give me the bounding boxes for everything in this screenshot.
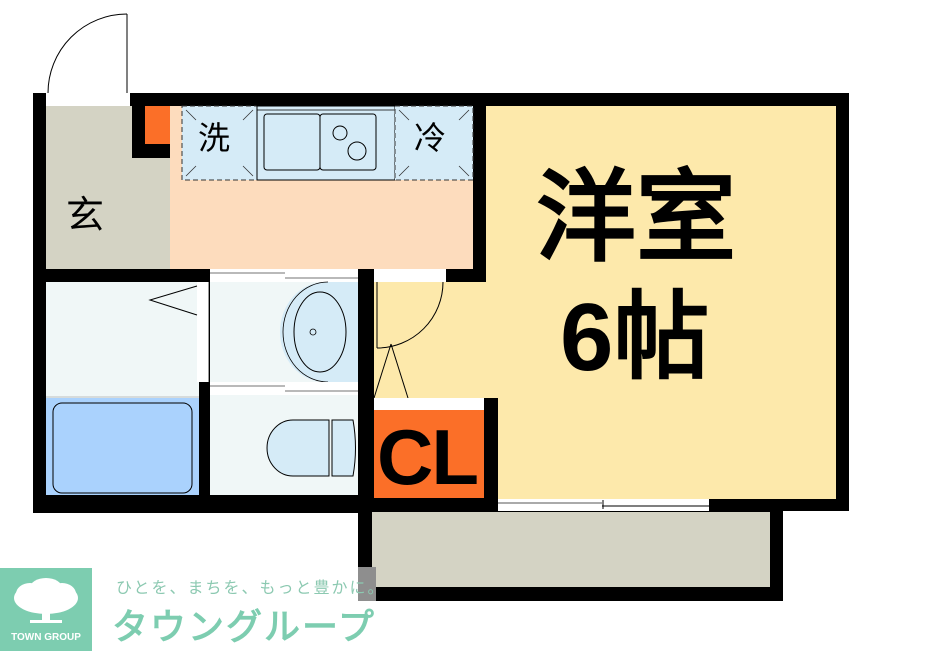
washroom-door-opening [210, 269, 358, 282]
brand-tagline: ひとを、まちを、もっと豊かに。 [116, 578, 386, 597]
bathtub-icon [52, 402, 193, 494]
town-group-logo: TOWN GROUP [0, 568, 92, 651]
entrance-label: 玄 [66, 193, 105, 237]
bath-door-swing-icon [148, 285, 198, 316]
closet-floor [374, 410, 484, 498]
wall-artifact [358, 567, 376, 601]
wash-basin-icon [280, 281, 358, 383]
pipe-shaft-fill [145, 106, 170, 144]
kitchen-counter-icon [256, 105, 396, 181]
closet-door-icon [373, 343, 409, 399]
entrance-door-icon [47, 13, 128, 94]
fridge-space [394, 105, 474, 181]
brand-name: タウングループ [112, 607, 376, 648]
tree-icon [14, 578, 78, 623]
logo-caption: TOWN GROUP [11, 632, 81, 643]
hall-door-opening [374, 269, 446, 282]
kitchen-corner-fill [170, 158, 182, 269]
balcony-gap [783, 511, 849, 515]
toilet-door-opening [210, 382, 358, 395]
western-room-size-label: 6帖 [560, 284, 710, 391]
washer-label: 洗 [198, 119, 231, 157]
fridge-label: 冷 [414, 119, 447, 157]
closet-label: CL [377, 413, 479, 501]
toilet-icon [266, 419, 356, 477]
entrance-door-opening [46, 93, 130, 106]
western-room-label: 洋室 [536, 159, 736, 276]
closet-door-opening [374, 398, 484, 410]
bath-door [197, 282, 209, 382]
balcony-floor [372, 512, 770, 587]
western-room-floor [486, 106, 836, 499]
western-room-lower-fill [374, 282, 486, 399]
